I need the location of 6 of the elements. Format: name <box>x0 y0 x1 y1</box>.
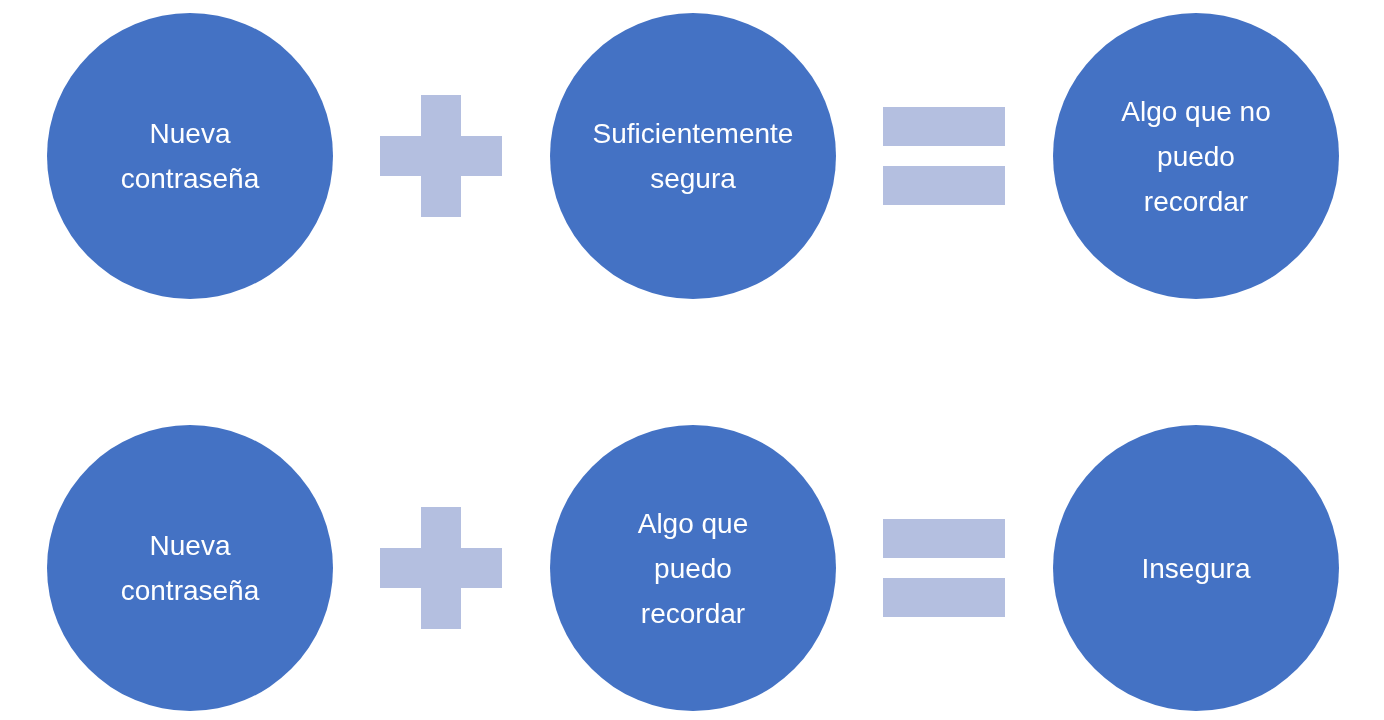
circle-label: Algo que no puedo recordar <box>1120 94 1272 219</box>
circle-label: Suficientemente segura <box>591 117 795 196</box>
circle-label: Insegura <box>1141 551 1251 586</box>
circle-label: Algo que puedo recordar <box>636 506 750 631</box>
circle-label: Nueva contraseña <box>119 529 261 608</box>
circle-label: Nueva contraseña <box>119 117 261 196</box>
